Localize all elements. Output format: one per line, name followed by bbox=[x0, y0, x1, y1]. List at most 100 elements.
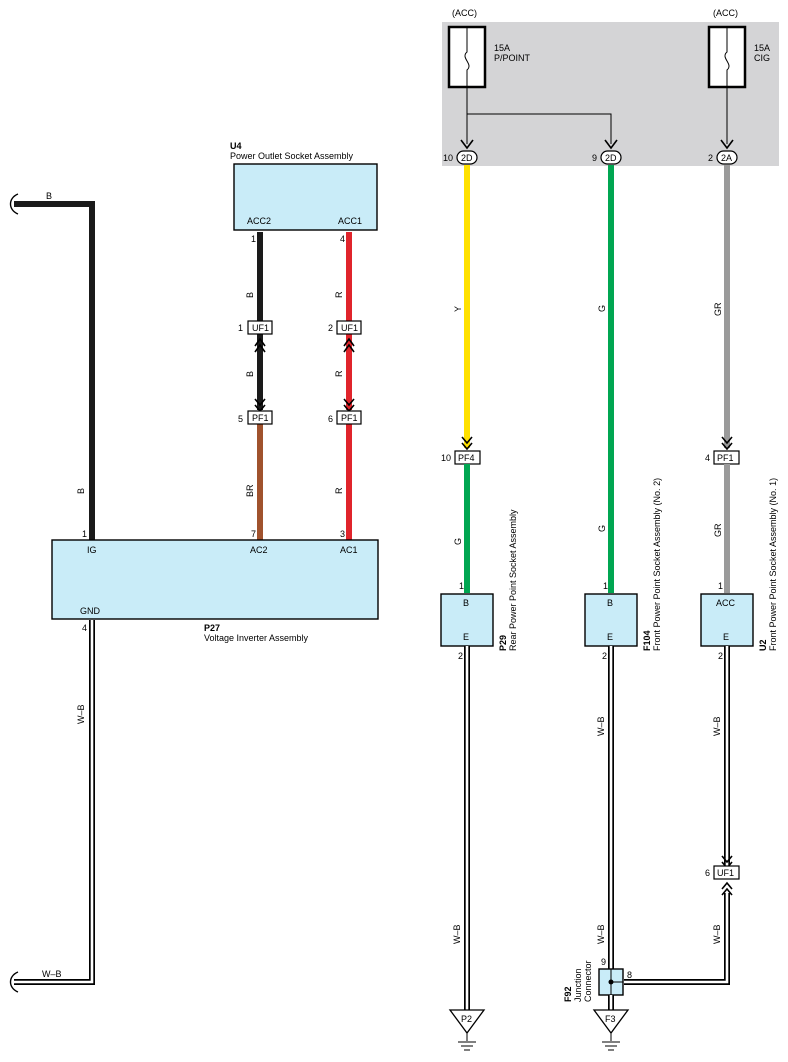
pin-number: 2 bbox=[328, 323, 333, 333]
pin-number: 1 bbox=[251, 234, 256, 244]
connector-code: UF1 bbox=[252, 323, 269, 333]
socket-label: F104Front Power Point Socket Assembly (N… bbox=[642, 478, 662, 651]
component-code: U4 bbox=[230, 141, 242, 151]
connector-code: UF1 bbox=[341, 323, 358, 333]
pin-number: 10 bbox=[443, 153, 453, 163]
connector-arrow bbox=[720, 139, 734, 150]
wire-w-b-gnd bbox=[14, 620, 95, 985]
terminal-label: B bbox=[463, 598, 469, 608]
socket-label: U2Front Power Point Socket Assembly (No.… bbox=[758, 478, 778, 651]
fuse-amp-label: 15A bbox=[754, 43, 770, 53]
terminal-label: ACC2 bbox=[247, 216, 271, 226]
pin-number: 1 bbox=[603, 581, 608, 591]
fuse-name-label: CIG bbox=[754, 53, 770, 63]
inline-connector-uf1: 1 UF1 2 UF1 bbox=[238, 320, 362, 335]
pin-number: 2 bbox=[718, 651, 723, 661]
pin-number: 3 bbox=[340, 529, 345, 539]
wire-color-br: BR bbox=[245, 484, 255, 497]
wire-color-b-left: B bbox=[76, 488, 86, 494]
component-name: Power Outlet Socket Assembly bbox=[230, 151, 354, 161]
inline-connector-pf4: 10 PF4 bbox=[441, 450, 481, 465]
pin-number: 1 bbox=[238, 323, 243, 333]
component-code: P27 bbox=[204, 623, 220, 633]
terminal-label: AC2 bbox=[250, 545, 268, 555]
p27-voltage-inverter: 1 7 3 IG AC2 AC1 GND 4 P27 Voltage Inver… bbox=[51, 529, 379, 643]
socket-label: P29Rear Power Point Socket Assembly bbox=[498, 509, 518, 651]
ground-code: F3 bbox=[605, 1014, 616, 1024]
terminal-label: ACC1 bbox=[338, 216, 362, 226]
inline-connector-pf1: 5 PF1 6 PF1 bbox=[238, 410, 362, 425]
pin-number: 5 bbox=[238, 414, 243, 424]
pin-number: 6 bbox=[328, 414, 333, 424]
wire-color-w-b-bottom: W–B bbox=[42, 969, 62, 979]
connector-code: 2A bbox=[721, 153, 732, 163]
inline-connector-uf1-u2: 6 UF1 bbox=[705, 865, 740, 880]
wire-color-gr: GR bbox=[713, 523, 723, 537]
fuse-branch-line bbox=[466, 87, 728, 144]
pin-number: 1 bbox=[459, 581, 464, 591]
wire-color-g: G bbox=[597, 525, 607, 532]
pin-number: 10 bbox=[441, 453, 451, 463]
terminal-label: ACC bbox=[716, 598, 736, 608]
component-name: Junction bbox=[573, 968, 583, 1002]
connector-code: PF1 bbox=[717, 453, 734, 463]
fuse-source-label: (ACC) bbox=[713, 8, 738, 18]
component-code: F92 bbox=[563, 986, 573, 1002]
connector-code: PF1 bbox=[252, 413, 269, 423]
jc-connector-2d-10: 10 2D bbox=[443, 150, 478, 165]
pin-number: 4 bbox=[82, 623, 87, 633]
pin-number: 9 bbox=[601, 957, 606, 967]
terminal-label: B bbox=[607, 598, 613, 608]
connector-arrow bbox=[460, 139, 474, 150]
p29-rear-power-point-socket: 1 B E 2 P29Rear Power Point Socket Assem… bbox=[440, 509, 518, 661]
wire-color-r: R bbox=[334, 487, 344, 494]
connector-arrow bbox=[254, 337, 266, 353]
wire-color-w-b-left: W–B bbox=[76, 704, 86, 724]
wire-color-y: Y bbox=[453, 306, 463, 312]
wire-end-curl bbox=[9, 193, 19, 215]
f92-junction-connector: 9 8 F92 Junction Connector bbox=[563, 957, 632, 1002]
terminal-label: E bbox=[463, 632, 469, 642]
f104-front-power-point-socket-no2: 1 B E 2 F104Front Power Point Socket Ass… bbox=[584, 478, 662, 661]
wire-color-w-b: W–B bbox=[712, 716, 722, 736]
u2-front-power-point-socket-no1: 1 ACC E 2 U2Front Power Point Socket Ass… bbox=[700, 478, 778, 661]
jc-connector-2d-9: 9 2D bbox=[592, 150, 622, 165]
fuse-name-label: P/POINT bbox=[494, 53, 531, 63]
terminal-label: GND bbox=[80, 606, 101, 616]
connector-arrow bbox=[461, 436, 473, 451]
pin-number: 6 bbox=[705, 868, 710, 878]
pin-number: 8 bbox=[627, 970, 632, 980]
wire-end-curl bbox=[9, 971, 19, 993]
connector-code: PF1 bbox=[341, 413, 358, 423]
connector-code: 2D bbox=[605, 153, 617, 163]
terminal-label: AC1 bbox=[340, 545, 358, 555]
pin-number: 1 bbox=[718, 581, 723, 591]
wire-color-gr: GR bbox=[713, 302, 723, 316]
connector-code: UF1 bbox=[717, 868, 734, 878]
pin-number: 4 bbox=[705, 453, 710, 463]
pin-number: 2 bbox=[602, 651, 607, 661]
component-name: Connector bbox=[583, 960, 593, 1002]
ground-code: P2 bbox=[461, 1014, 472, 1024]
fuse-p-point: (ACC) 15A P/POINT bbox=[447, 8, 531, 89]
terminal-label: E bbox=[723, 632, 729, 642]
wire-color-g: G bbox=[453, 538, 463, 545]
terminal-label: E bbox=[607, 632, 613, 642]
fuse-source-label: (ACC) bbox=[452, 8, 477, 18]
wire-color-w-b: W–B bbox=[452, 924, 462, 944]
pin-number: 2 bbox=[708, 153, 713, 163]
fuse-amp-label: 15A bbox=[494, 43, 510, 53]
wire-color-g: G bbox=[597, 305, 607, 312]
pin-number: 4 bbox=[340, 234, 345, 244]
inline-connector-pf1-u2: 4 PF1 bbox=[705, 450, 740, 465]
connector-arrow bbox=[604, 139, 618, 150]
pin-number: 7 bbox=[251, 529, 256, 539]
u4-power-outlet-socket: U4 Power Outlet Socket Assembly ACC2 ACC… bbox=[230, 141, 378, 244]
wire-color-b: B bbox=[245, 292, 255, 298]
connector-arrow bbox=[343, 337, 355, 353]
wire-color-b: B bbox=[245, 371, 255, 377]
wire-color-w-b: W–B bbox=[712, 924, 722, 944]
pin-number: 9 bbox=[592, 153, 597, 163]
pin-number: 2 bbox=[458, 651, 463, 661]
